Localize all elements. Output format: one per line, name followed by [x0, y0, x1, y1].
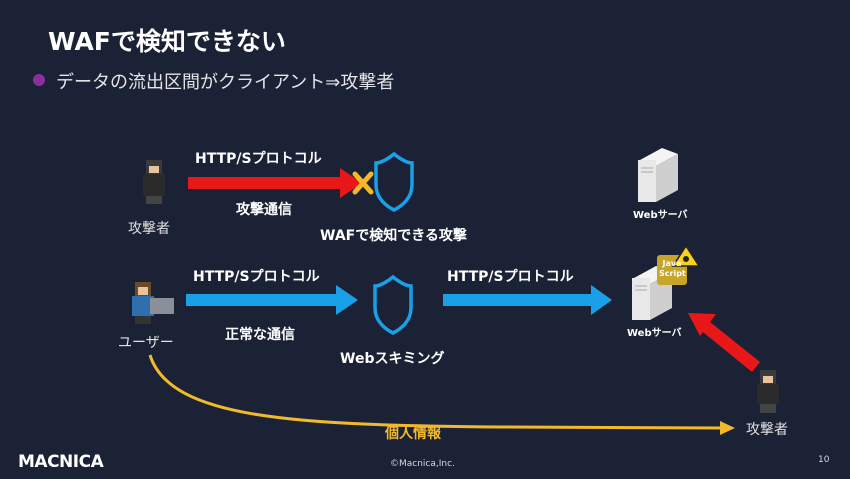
- attacker-avatar: [143, 160, 165, 204]
- data-flow-curve: [148, 354, 723, 430]
- injection-arrow: [688, 313, 760, 372]
- protocol-label: HTTP/Sプロトコル: [195, 151, 322, 167]
- blocked-x-icon: [352, 171, 374, 195]
- web-server-label-2: Webサーバ: [627, 328, 682, 339]
- page-title: WAFで検知できない: [48, 27, 286, 56]
- web-server-label: Webサーバ: [633, 210, 688, 221]
- user-avatar: [132, 282, 174, 324]
- web-skimming-label: Webスキミング: [340, 351, 445, 367]
- attacker-label: 攻撃者: [128, 221, 170, 237]
- bullet-dot: [33, 74, 45, 86]
- waf-shield-icon: [374, 151, 414, 212]
- normal-traffic-label: 正常な通信: [225, 327, 295, 343]
- attack-arrow: [188, 168, 362, 198]
- web-server-icon: [638, 148, 678, 202]
- page-number: 10: [818, 455, 830, 465]
- protocol-label-left: HTTP/Sプロトコル: [193, 269, 320, 285]
- javascript-badge-label: Java Script: [659, 259, 686, 278]
- normal-arrow-right: [443, 285, 612, 315]
- personal-info-label: 個人情報: [385, 426, 441, 442]
- waf-detect-label: WAFで検知できる攻撃: [320, 228, 467, 244]
- bullet-text: データの流出区間がクライアント⇒攻撃者: [56, 72, 395, 93]
- attacker-label-2: 攻撃者: [746, 422, 788, 438]
- copyright: ©Macnica,Inc.: [390, 459, 455, 469]
- protocol-label-right: HTTP/Sプロトコル: [447, 269, 574, 285]
- macnica-logo: MACNICA: [18, 452, 104, 472]
- normal-arrow-left: [186, 285, 358, 315]
- attack-traffic-label: 攻撃通信: [236, 202, 292, 218]
- user-label: ユーザー: [118, 335, 174, 351]
- attacker-avatar-2: [757, 370, 779, 413]
- data-flow-arrowhead: [720, 421, 735, 435]
- waf-shield-icon-2: [373, 274, 413, 335]
